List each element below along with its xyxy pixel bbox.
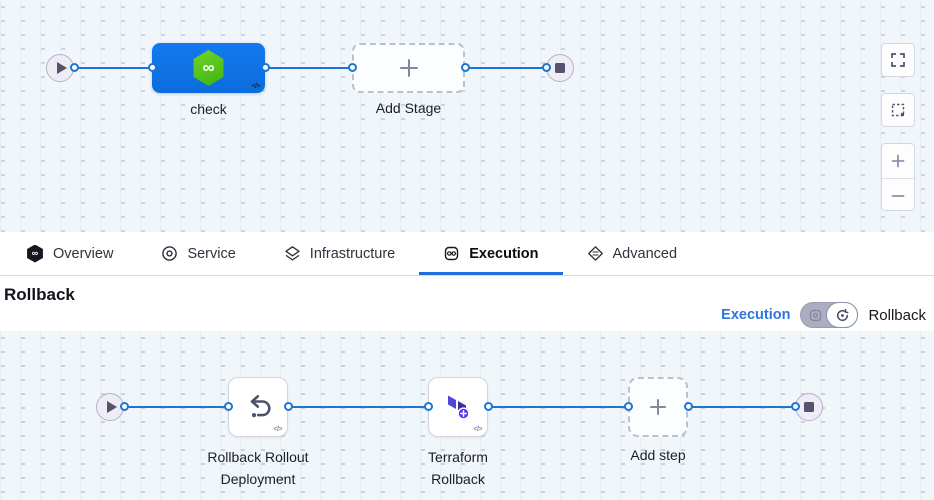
stage-card-check[interactable]: ∞ </>: [152, 43, 265, 93]
diamond-lines-icon: [587, 245, 604, 262]
connector-port[interactable]: [148, 63, 157, 72]
pipeline-edge: [488, 406, 628, 408]
tab-overview[interactable]: ∞ Overview: [2, 232, 137, 275]
dashed-square-icon: [891, 103, 905, 117]
connector-port[interactable]: [348, 63, 357, 72]
connector-port[interactable]: [624, 402, 633, 411]
tab-label: Execution: [469, 245, 539, 262]
toggle-thumb[interactable]: [826, 302, 859, 328]
rollback-section-bar: Rollback Execution Rollb: [0, 276, 934, 331]
terraform-icon: [448, 395, 470, 420]
step-label: Rollback Rollout Deployment: [207, 449, 309, 487]
connector-port[interactable]: [284, 402, 293, 411]
tab-label: Overview: [53, 245, 114, 262]
stop-icon: [555, 63, 565, 73]
add-step-button[interactable]: [628, 377, 688, 437]
connector-port[interactable]: [684, 402, 693, 411]
code-icon: </>: [473, 426, 482, 433]
execution-rollback-switcher: Execution Rollback: [721, 302, 926, 328]
tab-infrastructure[interactable]: Infrastructure: [260, 232, 419, 275]
play-icon: [56, 62, 67, 74]
plus-icon: [650, 399, 666, 415]
tab-execution[interactable]: Execution: [419, 232, 563, 275]
zoom-controls: [881, 143, 915, 211]
pipeline-edge: [465, 67, 546, 69]
plus-icon: [399, 59, 418, 77]
pipeline-edge: [688, 406, 795, 408]
connector-port[interactable]: [70, 63, 79, 72]
rollback-mode-label: Rollback: [868, 306, 926, 324]
connector-port[interactable]: [484, 402, 493, 411]
rollback-mode-icon: [836, 308, 849, 321]
execution-icon: [443, 245, 460, 262]
plus-icon: [891, 154, 905, 168]
connector-port[interactable]: [424, 402, 433, 411]
connector-port[interactable]: [542, 63, 551, 72]
execution-mode-icon: [809, 309, 822, 327]
marquee-select-button[interactable]: [881, 93, 915, 127]
step-card-rollback-rollout[interactable]: </>: [228, 377, 288, 437]
pipeline-start-node[interactable]: [46, 54, 74, 82]
connector-port[interactable]: [791, 402, 800, 411]
section-title: Rollback: [4, 285, 75, 304]
connector-port[interactable]: [120, 402, 129, 411]
expand-icon: [891, 53, 905, 67]
stage-label: check: [190, 101, 227, 117]
rollback-pipeline-canvas[interactable]: </> Rollback Rollout Deployment </> Terr…: [0, 331, 934, 500]
connector-port[interactable]: [224, 402, 233, 411]
code-icon: </>: [251, 83, 260, 90]
tab-label: Infrastructure: [309, 245, 396, 262]
target-icon: [161, 245, 178, 262]
tab-service[interactable]: Service: [137, 232, 259, 275]
tab-label: Advanced: [612, 245, 678, 262]
harness-logo-icon: ∞: [27, 244, 43, 263]
pipeline-edge: [265, 67, 352, 69]
tab-advanced[interactable]: Advanced: [563, 232, 702, 275]
fullscreen-button[interactable]: [881, 43, 915, 77]
zoom-out-button[interactable]: [882, 178, 914, 212]
layers-diamond-icon: [284, 245, 301, 262]
play-icon: [106, 401, 117, 413]
step-card-terraform-rollback[interactable]: </>: [428, 377, 488, 437]
stage-pipeline-canvas[interactable]: ∞ </> check Add Stage: [0, 0, 934, 232]
add-step-label: Add step: [630, 447, 686, 463]
add-stage-button[interactable]: [352, 43, 465, 93]
add-stage-label: Add Stage: [375, 100, 442, 116]
zoom-in-button[interactable]: [882, 144, 914, 178]
tab-label: Service: [187, 245, 236, 262]
code-icon: </>: [273, 426, 282, 433]
pipeline-edge: [124, 406, 228, 408]
execution-mode-link[interactable]: Execution: [721, 307, 791, 323]
pipeline-edge: [74, 67, 152, 69]
stop-icon: [804, 402, 814, 412]
pipeline-edge: [288, 406, 428, 408]
connector-port[interactable]: [461, 63, 470, 72]
connector-port[interactable]: [261, 63, 270, 72]
stage-tabbar: ∞ Overview Service Infrastructure: [0, 232, 934, 276]
minus-icon: [891, 194, 905, 197]
rollback-arrow-icon: [250, 395, 271, 418]
step-label: Terraform Rollback: [428, 449, 488, 487]
harness-stage-icon: ∞: [193, 50, 224, 86]
execution-rollback-toggle[interactable]: [800, 302, 859, 328]
